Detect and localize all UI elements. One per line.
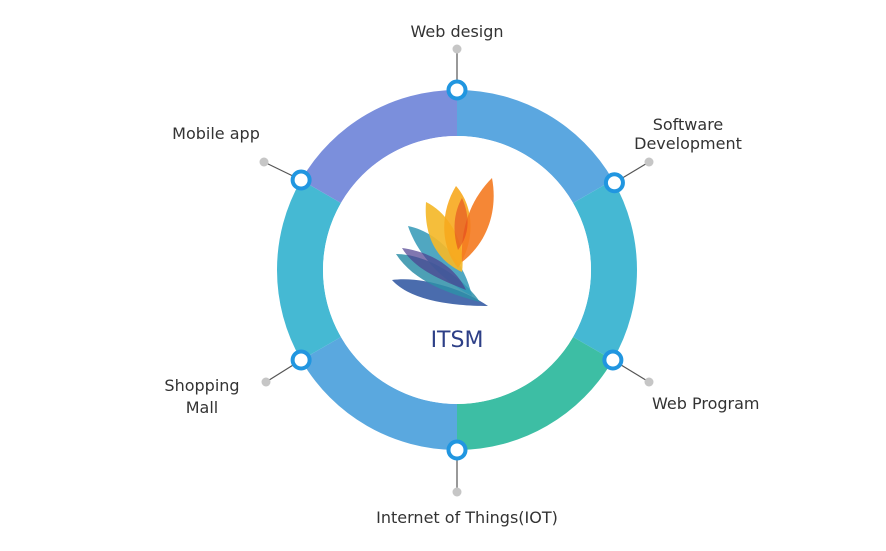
service-label-mobile-app: Mobile app (172, 124, 260, 143)
service-label-line: Mall (186, 398, 219, 417)
ring-segments (277, 90, 637, 450)
ring-segment-web-program (457, 337, 613, 450)
end-dot-software-development (644, 157, 654, 167)
service-label-line: Development (634, 134, 742, 153)
ring-segment-mobile-app (301, 90, 457, 203)
service-label-web-design: Web design (410, 22, 503, 41)
service-label-line: Mobile app (172, 124, 260, 143)
end-dot-web-program (644, 377, 654, 387)
ring-segment-shopping-mall (277, 180, 341, 360)
end-dot-shopping-mall (261, 377, 271, 387)
service-label-line: Web design (410, 22, 503, 41)
center-title: ITSM (431, 328, 484, 353)
itsm-logo-icon (392, 178, 494, 306)
ring-segment-iot (301, 337, 457, 450)
end-dot-mobile-app (259, 157, 269, 167)
node-marker-mobile-app[interactable] (290, 169, 312, 191)
service-label-line: Software (653, 115, 724, 134)
ring-nodes (290, 79, 625, 461)
service-label-line: Shopping (164, 376, 239, 395)
service-label-iot: Internet of Things(IOT) (376, 508, 558, 527)
service-label-line: Internet of Things(IOT) (376, 508, 558, 527)
ring-segment-software-development (573, 180, 637, 360)
service-label-web-program: Web Program (652, 394, 759, 413)
node-marker-iot[interactable] (446, 439, 468, 461)
node-marker-web-program[interactable] (602, 349, 624, 371)
end-dot-iot (452, 487, 462, 497)
ring-center: ITSM (323, 136, 591, 404)
ring-segment-web-design (457, 90, 613, 203)
node-marker-software-development[interactable] (603, 172, 625, 194)
connector-lines (259, 44, 654, 497)
end-dot-web-design (452, 44, 462, 54)
node-marker-web-design[interactable] (446, 79, 468, 101)
node-marker-shopping-mall[interactable] (290, 349, 312, 371)
service-label-line: Web Program (652, 394, 759, 413)
